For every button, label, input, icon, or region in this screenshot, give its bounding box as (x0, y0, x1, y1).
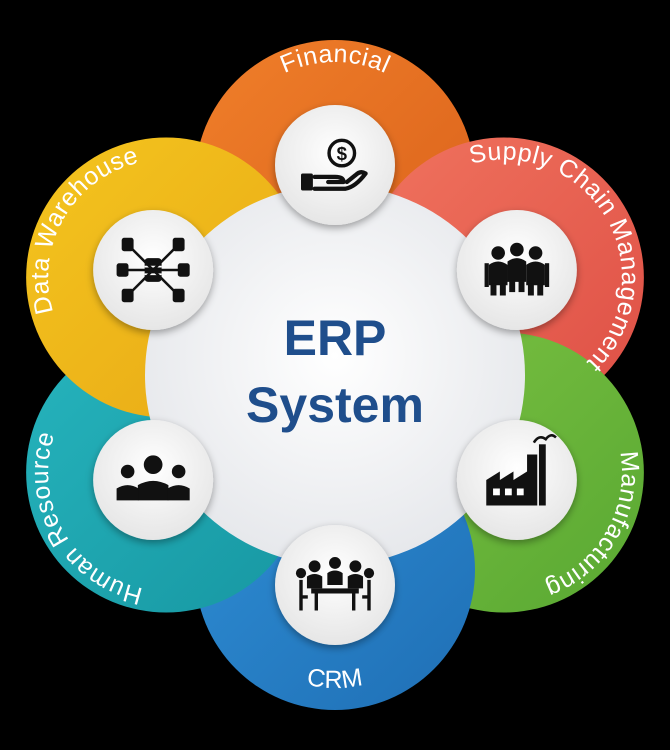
meeting-icon (295, 556, 375, 611)
database-network-icon (116, 237, 190, 303)
center-title-line2: System (246, 377, 424, 433)
module-label: CRM (305, 663, 365, 694)
money-hand-icon: $ (301, 138, 368, 191)
center-hub (145, 185, 525, 565)
factory-icon (486, 434, 557, 506)
module-icons: $ (93, 105, 577, 645)
module-icon-circle (93, 420, 214, 540)
svg-text:$: $ (337, 143, 348, 164)
center-title-line1: ERP (284, 310, 387, 366)
team-icon (116, 455, 190, 501)
people-group-icon (484, 242, 550, 296)
